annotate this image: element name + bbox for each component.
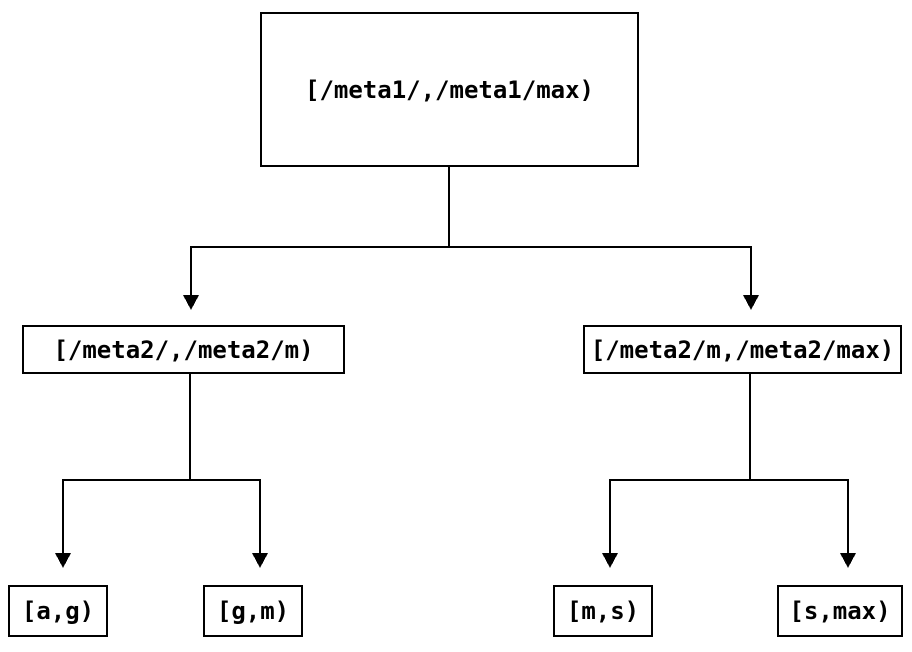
- arrow-down-icon: [252, 553, 268, 568]
- arrow-down-icon: [55, 553, 71, 568]
- tree-node-leaf-gm: [g,m): [203, 585, 303, 637]
- arrow-down-icon: [602, 553, 618, 568]
- tree-node-root: [/meta1/,/meta1/max): [260, 12, 639, 167]
- tree-node-meta2-right: [/meta2/m,/meta2/max): [583, 325, 902, 374]
- arrow-down-icon: [743, 295, 759, 310]
- arrow-down-icon: [183, 295, 199, 310]
- tree-node-meta2-left: [/meta2/,/meta2/m): [22, 325, 345, 374]
- tree-node-leaf-ag: [a,g): [8, 585, 108, 637]
- edge-left-bracket: [62, 479, 261, 554]
- tree-node-leaf-ms: [m,s): [553, 585, 653, 637]
- tree-node-leaf-smax: [s,max): [777, 585, 903, 637]
- edge-right-bracket: [609, 479, 849, 554]
- arrow-down-icon: [840, 553, 856, 568]
- edge-root-bracket: [190, 246, 752, 296]
